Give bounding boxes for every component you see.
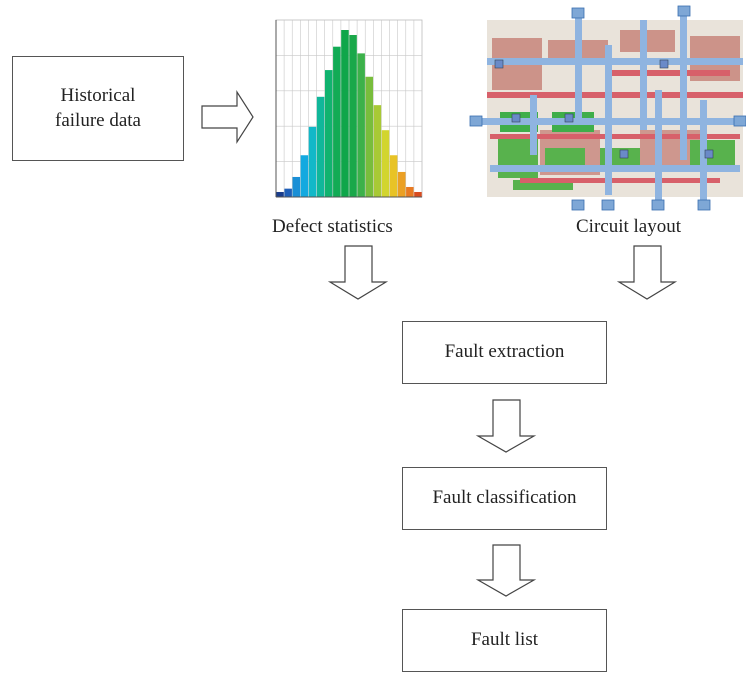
- circuit-layout-label: Circuit layout: [576, 216, 682, 237]
- histogram-bar: [414, 191, 422, 197]
- historical-line-1: Historical: [60, 84, 136, 106]
- arrow-down-extraction: [475, 399, 537, 453]
- histogram-bar: [333, 46, 341, 198]
- histogram-bar: [349, 35, 357, 198]
- histogram-grid: [276, 20, 422, 197]
- histogram-bar: [357, 53, 365, 197]
- histogram-bar: [341, 30, 349, 197]
- fault-extraction-box: Fault extraction: [402, 321, 607, 384]
- histogram-bar: [397, 171, 406, 197]
- fault-list-label: Fault list: [470, 629, 539, 651]
- histogram-bar: [284, 188, 292, 197]
- circuit-layout-image: [469, 5, 746, 211]
- histogram-bars: [276, 30, 422, 198]
- fault-list-box: Fault list: [402, 609, 607, 672]
- histogram-bar: [365, 76, 374, 197]
- histogram-chart: [275, 19, 423, 198]
- histogram-bar: [373, 105, 382, 197]
- arrow-down-classification: [475, 544, 537, 597]
- histogram-bar: [324, 70, 333, 197]
- histogram-bar: [316, 96, 325, 197]
- histogram-bar: [406, 186, 414, 197]
- arrow-right: [201, 89, 254, 145]
- histogram-bar: [300, 155, 309, 197]
- defect-statistics-label: Defect statistics: [272, 216, 393, 237]
- histogram-bar: [389, 155, 398, 197]
- histogram-bar: [292, 176, 301, 197]
- histogram-bar: [276, 191, 284, 197]
- historical-line-2: failure data: [55, 109, 141, 131]
- fault-extraction-label: Fault extraction: [444, 341, 565, 363]
- historical-failure-data-box: Historical failure data: [12, 56, 184, 161]
- arrow-down-defect: [327, 245, 389, 300]
- arrow-down-layout: [616, 245, 678, 300]
- fault-classification-box: Fault classification: [402, 467, 607, 530]
- histogram-bar: [381, 130, 390, 197]
- fault-classification-label: Fault classification: [432, 487, 577, 509]
- histogram-bar: [308, 126, 317, 197]
